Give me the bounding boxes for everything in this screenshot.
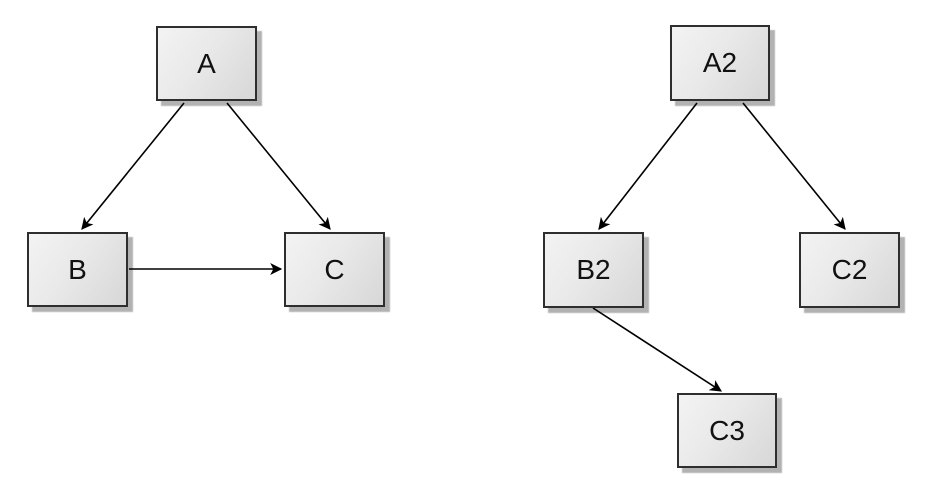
edge-B2-C3 — [592, 307, 723, 392]
node-A2-label: A2 — [702, 47, 738, 78]
node-A2[interactable]: A2 — [670, 25, 770, 101]
node-C[interactable]: C — [284, 232, 385, 307]
node-C2[interactable]: C2 — [799, 232, 900, 308]
node-B[interactable]: B — [27, 232, 128, 307]
node-A-label: A — [197, 47, 216, 79]
node-B-label: B — [68, 253, 87, 285]
edge-A2-C2 — [742, 102, 846, 230]
node-C3-label: C3 — [709, 414, 745, 446]
node-B2[interactable]: B2 — [543, 232, 644, 308]
edge-A-B — [81, 102, 185, 230]
node-C2-label: C2 — [831, 254, 868, 285]
edge-A-C — [226, 102, 331, 230]
node-C3[interactable]: C3 — [677, 393, 777, 468]
node-A[interactable]: A — [156, 26, 257, 101]
node-C-label: C — [324, 253, 345, 285]
edge-A2-B2 — [598, 102, 698, 230]
node-B2-label: B2 — [576, 254, 611, 285]
